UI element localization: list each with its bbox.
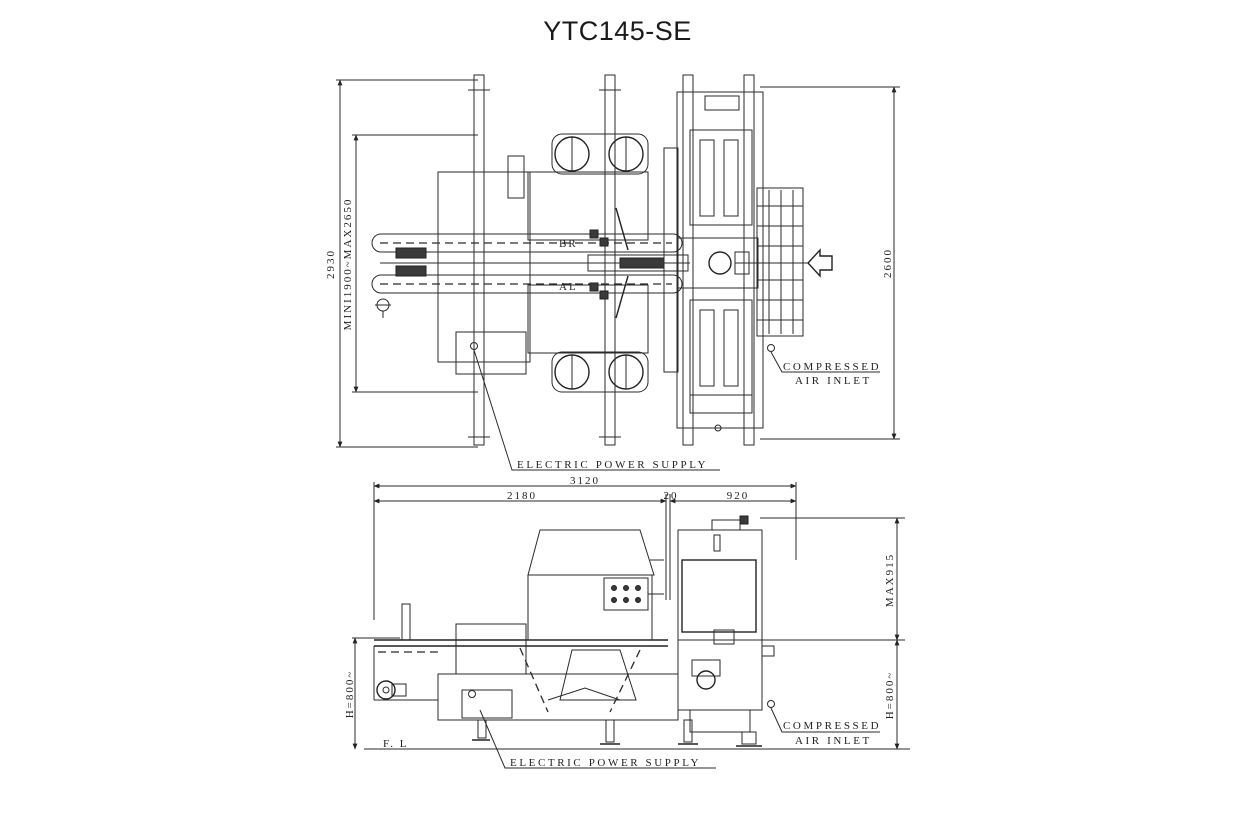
label-al: AL [559, 281, 578, 293]
top-electric-power-label: ELECTRIC POWER SUPPLY [517, 459, 708, 471]
top-conveyor-belt [371, 233, 683, 318]
side-right-section [677, 515, 775, 747]
side-dimension-right: MAX915 H=800~ [760, 517, 905, 750]
side-center-head [527, 529, 664, 641]
dim-right-h800: H=800~ [884, 671, 896, 720]
bottom-rollers [551, 351, 649, 393]
dim-920: 920 [727, 490, 750, 502]
top-dimension-2600: 2600 [760, 86, 900, 440]
dim-3120: 3120 [570, 475, 600, 487]
dim-left-h800: H=800~ [344, 670, 356, 719]
top-dimension-width: MINI1900~MAX2650 [342, 134, 478, 393]
dim-2930: 2930 [325, 249, 337, 279]
side-tape-shoes [519, 647, 641, 713]
dim-20: 20 [664, 490, 679, 502]
side-dimension-parts: 2180 20 920 [373, 490, 797, 600]
side-left-frame [437, 623, 698, 745]
dim-max915: MAX915 [884, 553, 896, 607]
drawing-title: YTC145-SE [543, 16, 692, 46]
side-compressed-air-label-2: AIR INLET [795, 735, 872, 747]
top-compressed-air-label-1: COMPRESSED [783, 361, 881, 373]
side-electric-power-label: ELECTRIC POWER SUPPLY [510, 757, 701, 769]
dim-2180: 2180 [507, 490, 537, 502]
dim-2600: 2600 [882, 248, 894, 278]
label-br: BR [559, 238, 578, 250]
right-gantry [663, 91, 764, 432]
top-dimension-2930: 2930 [325, 79, 478, 448]
side-conveyor [373, 603, 668, 701]
feed-direction-arrow-icon [807, 248, 833, 278]
side-dimension-3120: 3120 [373, 475, 797, 620]
top-rails [468, 74, 755, 446]
top-rollers [551, 133, 649, 175]
side-compressed-air-label-1: COMPRESSED [783, 720, 881, 732]
dim-width-range: MINI1900~MAX2650 [342, 198, 354, 331]
left-housing [437, 171, 531, 363]
power-box [455, 331, 527, 375]
side-dimension-left-height: H=800~ [344, 637, 400, 750]
side-view: 3120 2180 20 920 H=800~ MAX915 H=800~ [344, 475, 910, 769]
floor-level-label: F. L [383, 738, 408, 750]
top-compressed-air-label-2: AIR INLET [795, 375, 872, 387]
infeed-roller-table [735, 187, 808, 337]
top-view: 2930 MINI1900~MAX2650 2600 [325, 74, 900, 471]
